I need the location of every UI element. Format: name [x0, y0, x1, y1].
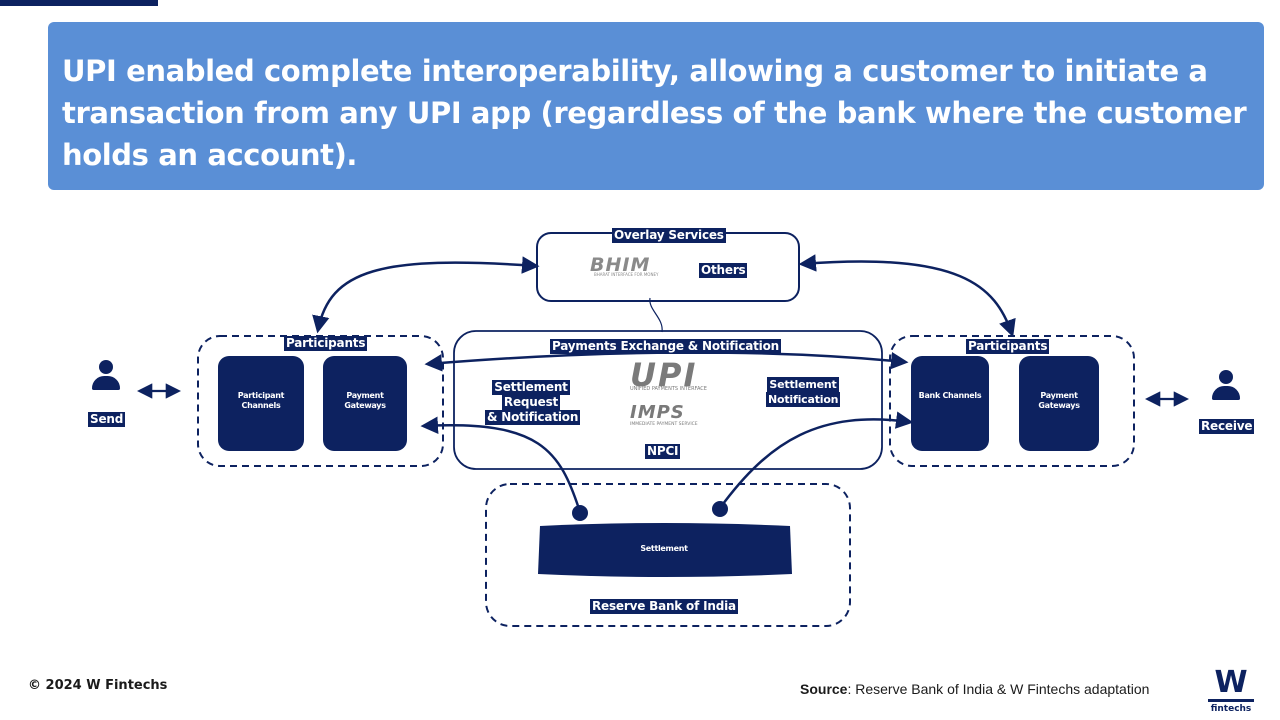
- rbi-container: [485, 483, 851, 627]
- bank-channels-label: Bank Channels: [918, 391, 982, 400]
- headline-text: UPI enabled complete interoperability, a…: [62, 54, 1247, 172]
- left-participants-title: Participants: [284, 336, 368, 351]
- w-logo-text: fintechs: [1210, 704, 1252, 714]
- overlay-others-label: Others: [699, 263, 748, 278]
- sender-person-icon: [91, 360, 121, 394]
- source-note: Source: Reserve Bank of India & W Fintec…: [800, 681, 1149, 697]
- overlay-services-title: Overlay Services: [612, 228, 726, 243]
- rbi-settlement-label: Settlement: [640, 544, 688, 553]
- left-payment-gateways-label: Payment Gateways: [344, 391, 386, 410]
- overlay-container: [536, 232, 800, 302]
- settlement-request-line-3: & Notification: [485, 410, 581, 425]
- imps-logo-tagline: IMMEDIATE PAYMENT SERVICE: [630, 422, 698, 427]
- bank-channels-box: Bank Channels: [912, 357, 988, 450]
- bhim-logo: BHIM: [590, 254, 651, 276]
- arrow-settlement-request: [420, 416, 582, 513]
- receive-label: Receive: [1199, 419, 1255, 434]
- settlement-notification-line-2: Notification: [766, 392, 841, 407]
- settlement-request-line-2: Request: [501, 395, 561, 410]
- w-logo-letter: W: [1214, 665, 1248, 700]
- arrow-right-overlay: [798, 254, 1016, 338]
- source-text: : Reserve Bank of India & W Fintechs ada…: [847, 681, 1150, 697]
- arrow-settlement-notification: [718, 411, 914, 509]
- source-label: Source: [800, 681, 848, 697]
- bhim-logo-tagline: BHARAT INTERFACE FOR MONEY: [594, 272, 659, 277]
- w-logo-bar: [1208, 699, 1254, 702]
- npci-title: NPCI: [645, 444, 681, 459]
- rbi-settlement-shape: [538, 523, 792, 577]
- participant-channels-label: Participant Channels: [237, 391, 285, 410]
- participant-channels-box: Participant Channels: [219, 357, 303, 450]
- right-payment-gateways-box: Payment Gateways: [1020, 357, 1098, 450]
- settlement-request-label: Settlement Request & Notification: [485, 380, 581, 425]
- rbi-title: Reserve Bank of India: [590, 599, 738, 614]
- top-accent-bar: [0, 0, 158, 6]
- overlay-npci-link: [649, 297, 663, 333]
- send-label: Send: [88, 412, 126, 427]
- settlement-dot-right: [712, 501, 728, 517]
- right-payment-gateways-label: Payment Gateways: [1038, 391, 1080, 410]
- receiver-person-icon: [1211, 370, 1241, 404]
- imps-logo: IMPS: [630, 402, 685, 423]
- upi-logo-tagline: UNIFIED PAYMENTS INTERFACE: [630, 386, 707, 392]
- headline-banner: [48, 22, 1264, 190]
- right-participants-title: Participants: [966, 339, 1050, 354]
- settlement-notification-line-1: Settlement: [767, 377, 839, 392]
- payments-exchange-label: Payments Exchange & Notification: [550, 339, 781, 354]
- copyright-text: © 2024 W Fintechs: [28, 678, 168, 693]
- upi-logo: UPI: [630, 356, 698, 394]
- arrow-left-overlay: [312, 256, 540, 334]
- w-fintechs-logo: W fintechs: [1208, 668, 1254, 714]
- settlement-request-line-1: Settlement: [492, 380, 570, 395]
- settlement-notification-label: Settlement Notification: [766, 377, 841, 407]
- npci-container: [453, 330, 883, 470]
- left-payment-gateways-box: Payment Gateways: [324, 357, 406, 450]
- settlement-dot-left: [572, 505, 588, 521]
